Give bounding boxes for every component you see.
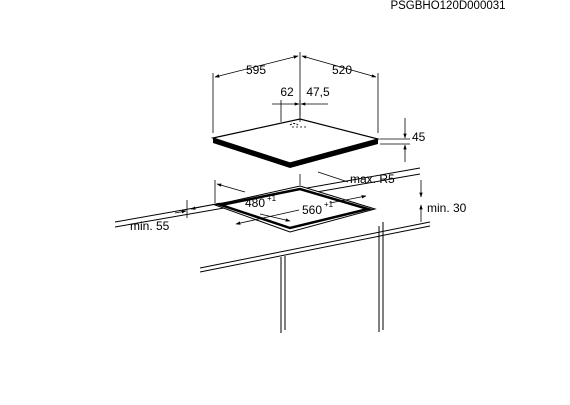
dim-cutout-depth-tolerance: +1 (267, 194, 277, 203)
hob-dimensions (212, 52, 410, 162)
cutout-dimensions (174, 171, 423, 225)
hob-drawing (210, 118, 381, 168)
dim-cutout-width-tolerance: +1 (324, 200, 334, 209)
drawing-code: PSGBHO120D000031 (390, 0, 505, 12)
dim-cutout-width: 560 (302, 203, 322, 217)
dim-min-below-distance: min. 30 (427, 201, 467, 215)
dim-min-side-distance: min. 55 (130, 219, 170, 233)
dim-burner-offset-a: 62 (280, 85, 294, 99)
dim-cutout-depth: 480 (245, 196, 265, 210)
worktop-drawing (114, 167, 431, 333)
dim-burner-offset-b: 47,5 (306, 85, 330, 99)
dim-hob-width: 595 (246, 63, 266, 77)
label-max-radius: max. R5 (350, 172, 395, 186)
dim-hob-height: 45 (412, 130, 426, 144)
dim-hob-depth: 520 (332, 63, 352, 77)
